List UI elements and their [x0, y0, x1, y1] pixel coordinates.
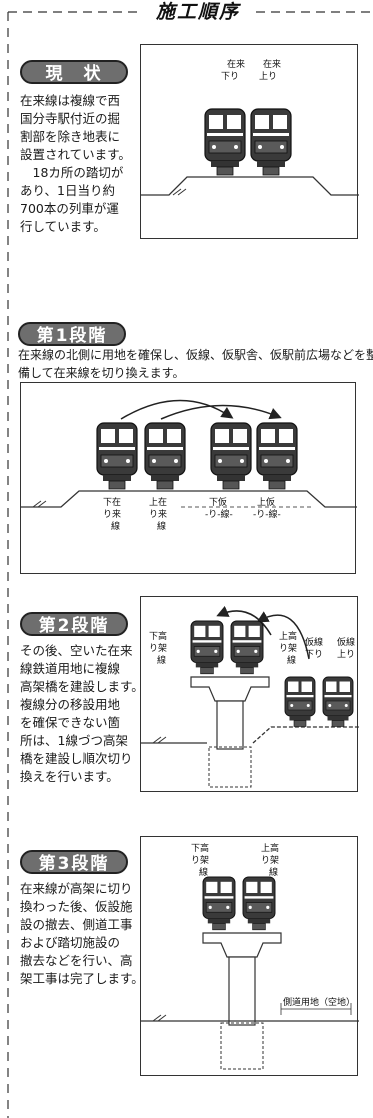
svg-text:線: 線	[269, 866, 278, 878]
svg-text:上り: 上り	[337, 649, 355, 660]
label-side-land: 側道用地（空地）	[283, 996, 355, 1008]
svg-text:線: 線	[199, 866, 208, 878]
stage3-description: 在来線が高架に切り 換わった後、仮設施 設の撤去、側道工事 および踏切施設の 撤…	[20, 880, 144, 988]
label-current-down-2: 下り	[221, 71, 239, 82]
current-line: 18カ所の踏切が	[20, 165, 124, 180]
diagram-stage3: 下高 り架 線 上高 り架 線 側道用地（空地）	[140, 836, 359, 1076]
stage1-description: 在来線の北側に用地を確保し、仮線、仮駅舎、仮駅前広場などを整 備して在来線を切り…	[18, 346, 373, 382]
section-badge-stage1: 第1段階	[18, 322, 126, 346]
stage2-line: 高架橋を建設します。	[20, 679, 144, 694]
stage3-line: 架工事は完了します。	[20, 971, 144, 986]
svg-text:仮線: 仮線	[305, 636, 323, 648]
svg-text:下り: 下り	[305, 649, 323, 660]
svg-text:上高: 上高	[279, 630, 297, 642]
train-s3-up	[242, 876, 276, 931]
label-current-up-2: 上り	[259, 71, 277, 82]
stage2-description: その後、空いた在来 線鉄道用地に複線 高架橋を建設します。 複線分の移設用地 を…	[20, 642, 144, 786]
stage2-line: を確保できない箇	[20, 715, 121, 730]
train-s2-temp-down	[284, 676, 316, 727]
stage2-line: 線鉄道用地に複線	[20, 661, 121, 676]
svg-text:-り-線-: -り-線-	[205, 508, 233, 520]
viaduct-pier-s2	[216, 700, 244, 750]
current-line: 設置されています。	[20, 147, 131, 162]
train-stage1-up	[144, 422, 186, 490]
current-line: あり、1日当り約	[20, 183, 115, 198]
stage3-line: 撤去などを行い、高	[20, 953, 133, 968]
stage2-line: 複線分の移設用地	[20, 697, 121, 712]
svg-text:下高: 下高	[149, 630, 167, 642]
arrow-stage2-1	[216, 605, 272, 636]
train-stage1-down	[96, 422, 138, 490]
ground-current	[141, 176, 359, 196]
viaduct-pier-s3	[228, 956, 256, 1026]
diagram-stage1: 下在 り来 線 上在 り来 線 下仮 -り-線- 上仮 -り-線-	[20, 382, 357, 574]
svg-text:り架: り架	[149, 643, 167, 654]
viaduct-deck-s2	[190, 676, 270, 702]
svg-text:仮線: 仮線	[337, 636, 355, 648]
current-description: 在来線は複線で西 国分寺駅付近の掘 割部を除き地表に 設置されています。 18カ…	[20, 92, 131, 236]
label-s1-temp-up: 上仮	[257, 496, 275, 508]
diagram-stage2: 下高 り架 線 上高 り架 線 仮線 下り 仮線 上り	[140, 596, 359, 792]
svg-text:下高: 下高	[191, 842, 209, 854]
section-badge-stage2: 第2段階	[20, 612, 128, 636]
diagram-current: 在来 下り 在来 上り	[140, 44, 359, 239]
label-current-down: 在来	[227, 58, 245, 70]
stage1-line: 備して在来線を切り換えます。	[18, 366, 185, 380]
stage2-line: 換えを行います。	[20, 769, 119, 784]
svg-text:り来: り来	[149, 509, 167, 520]
section-badge-current: 現 状	[20, 60, 128, 84]
train-s2-temp-up	[322, 676, 354, 727]
label-s1-temp-down: 下仮	[209, 496, 227, 508]
stage3-line: 設の撤去、側道工事	[20, 917, 133, 932]
label-s1-down: 下在	[103, 496, 121, 508]
label-current-up: 在来	[263, 58, 281, 70]
svg-text:り架: り架	[261, 855, 279, 866]
svg-text:-り-線-: -り-線-	[253, 508, 281, 520]
current-line: 行しています。	[20, 219, 106, 234]
svg-text:上高: 上高	[261, 842, 279, 854]
train-current-down	[204, 108, 246, 176]
current-line: 割部を除き地表に	[20, 129, 121, 144]
stage1-line: 在来線の北側に用地を確保し、仮線、仮駅舎、仮駅前広場などを整	[18, 348, 373, 362]
train-current-up	[250, 108, 292, 176]
stage3-line: および踏切施設の	[20, 935, 121, 950]
stage2-line: 橋を建設し順次切り	[20, 751, 133, 766]
svg-text:線: 線	[111, 520, 120, 532]
svg-text:線: 線	[157, 520, 166, 532]
svg-text:り架: り架	[191, 855, 209, 866]
train-s3-down	[202, 876, 236, 931]
stage3-line: 在来線が高架に切り	[20, 881, 133, 896]
arrow-stage1-1	[120, 399, 234, 420]
svg-text:線: 線	[157, 654, 166, 666]
train-s2-up	[230, 620, 264, 675]
train-s2-down	[190, 620, 224, 675]
svg-text:り来: り来	[103, 509, 121, 520]
viaduct-deck-s3	[202, 932, 282, 958]
train-stage1-temp-up	[256, 422, 298, 490]
ground-stage1	[21, 490, 357, 508]
current-line: 在来線は複線で西	[20, 93, 121, 108]
arrow-stage2-2	[256, 611, 310, 660]
current-line: 700本の列車が運	[20, 201, 119, 216]
stage2-line: その後、空いた在来	[20, 643, 133, 658]
page-title: 施工順序	[155, 1, 240, 23]
stage3-line: 換わった後、仮設施	[20, 899, 133, 914]
arrow-stage1-2	[160, 404, 282, 420]
train-stage1-temp-down	[210, 422, 252, 490]
label-s1-up: 上在	[149, 496, 167, 508]
current-line: 国分寺駅付近の掘	[20, 111, 121, 126]
section-badge-stage3: 第3段階	[20, 850, 128, 874]
stage2-line: 所は、1線づつ高架	[20, 733, 128, 748]
svg-text:り架: り架	[279, 643, 297, 654]
svg-text:線: 線	[287, 654, 296, 666]
